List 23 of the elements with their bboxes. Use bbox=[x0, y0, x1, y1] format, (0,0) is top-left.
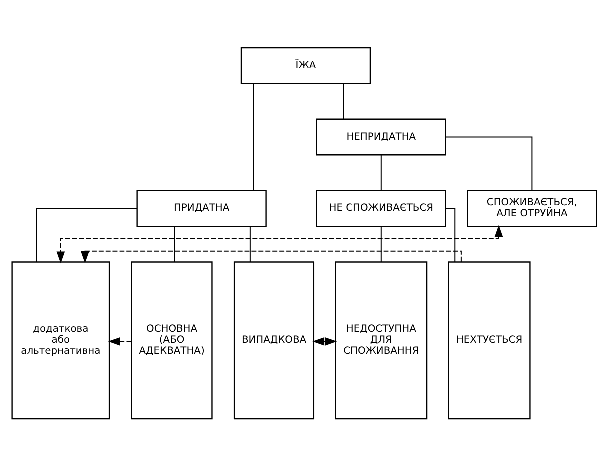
connector bbox=[380, 226, 382, 262]
arrow bbox=[81, 250, 462, 263]
connector bbox=[446, 136, 533, 191]
node-box: ВИПАДКОВА bbox=[234, 261, 315, 420]
node-box: ОСНОВНА (АБО АДЕКВАТНА) bbox=[131, 261, 213, 420]
node-box: НЕХТУЄТЬСЯ bbox=[448, 261, 531, 420]
node-box: ЇЖА bbox=[240, 46, 372, 84]
connector bbox=[250, 226, 251, 262]
node-box: додаткова або альтернативна bbox=[12, 261, 110, 420]
connector bbox=[253, 82, 254, 191]
arrow bbox=[56, 224, 504, 264]
arrow bbox=[108, 336, 132, 346]
connector bbox=[380, 154, 382, 190]
arrow bbox=[312, 336, 338, 346]
node-box: СПОЖИВАЄТЬСЯ, АЛЕ ОТРУЙНА bbox=[467, 190, 598, 227]
node-box: НЕ СПОЖИВАЄТЬСЯ bbox=[316, 190, 446, 227]
connector bbox=[446, 208, 456, 262]
node-box: НЕДОСТУПНА ДЛЯ СПОЖИВАННЯ bbox=[335, 261, 428, 420]
node-box: НЕПРИДАТНА bbox=[316, 118, 446, 156]
connector bbox=[36, 208, 138, 262]
connector bbox=[343, 82, 344, 119]
node-box: ПРИДАТНА bbox=[136, 190, 267, 227]
connector bbox=[174, 226, 176, 262]
